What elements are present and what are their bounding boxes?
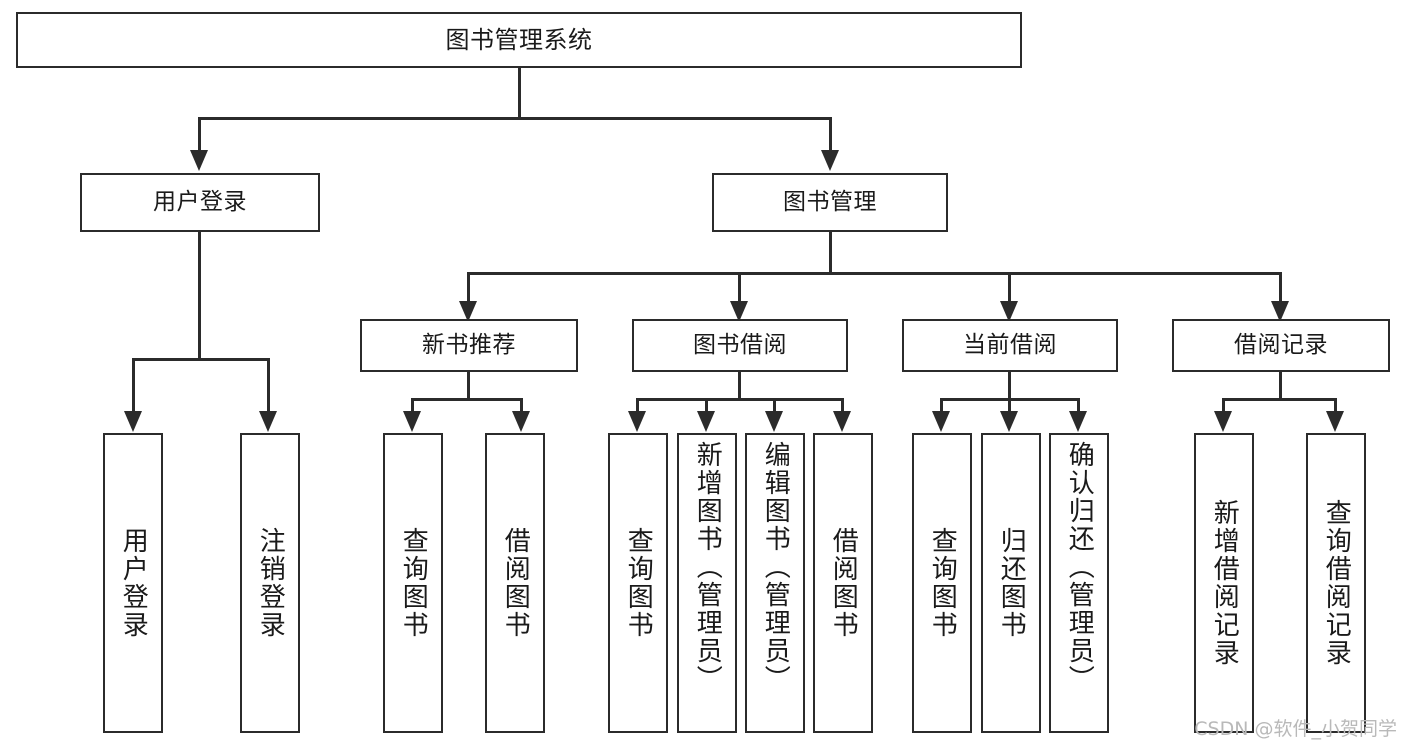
connector-book-borrow-to-leaf-1 [636, 398, 639, 412]
node-current-borrow-label: 当前借阅 [963, 331, 1057, 358]
connector-root-to-user-login [198, 117, 201, 151]
arrowhead-book-borrow-to-leaf-1 [628, 411, 646, 432]
node-root-label: 图书管理系统 [445, 25, 593, 54]
leaf-query-book-1-label: 查询图书 [398, 527, 429, 639]
connector-borrow-record-to-leaf-1 [1222, 398, 1225, 412]
arrowhead-book-manage-to-new-book-rec [459, 301, 477, 322]
connector-root-to-book-manage [829, 117, 832, 151]
node-borrow-record[interactable]: 借阅记录 [1172, 319, 1390, 372]
connector-book-manage-bar [467, 272, 1282, 275]
leaf-query-book-3[interactable]: 查询图书 [912, 433, 972, 733]
arrowhead-book-manage-to-current-borrow [1000, 301, 1018, 322]
leaf-query-book-3-label: 查询图书 [927, 527, 958, 639]
connector-book-borrow-to-leaf-4 [841, 398, 844, 412]
leaf-query-book-2-label: 查询图书 [623, 527, 654, 639]
leaf-query-record-label: 查询借阅记录 [1321, 499, 1352, 667]
leaf-query-record[interactable]: 查询借阅记录 [1306, 433, 1366, 733]
leaf-add-book-label: 新增图书（管理员） [692, 441, 723, 693]
arrowhead-book-manage-to-borrow-record [1271, 301, 1289, 322]
arrowhead-borrow-record-to-leaf-1 [1214, 411, 1232, 432]
leaf-add-record[interactable]: 新增借阅记录 [1194, 433, 1254, 733]
node-user-login-label: 用户登录 [153, 188, 247, 215]
connector-book-manage-stem [829, 232, 832, 274]
leaf-add-book[interactable]: 新增图书（管理员） [677, 433, 737, 733]
connector-current-borrow-to-leaf-3 [1077, 398, 1080, 412]
leaf-edit-book-label: 编辑图书（管理员） [760, 441, 791, 693]
node-current-borrow[interactable]: 当前借阅 [902, 319, 1118, 372]
node-root[interactable]: 图书管理系统 [16, 12, 1022, 68]
connector-book-manage-to-new-book-rec [467, 272, 470, 302]
arrowhead-book-borrow-to-leaf-4 [833, 411, 851, 432]
leaf-borrow-book-1[interactable]: 借阅图书 [485, 433, 545, 733]
node-book-manage[interactable]: 图书管理 [712, 173, 948, 232]
connector-user-login-to-leaf-2 [267, 358, 270, 412]
leaf-user-logout[interactable]: 注销登录 [240, 433, 300, 733]
connector-new-book-rec-to-leaf-1 [411, 398, 414, 412]
node-user-login[interactable]: 用户登录 [80, 173, 320, 232]
arrowhead-borrow-record-to-leaf-2 [1326, 411, 1344, 432]
leaf-user-login[interactable]: 用户登录 [103, 433, 163, 733]
leaf-borrow-book-1-label: 借阅图书 [500, 527, 531, 639]
connector-new-book-rec-to-leaf-2 [520, 398, 523, 412]
connector-user-login-to-leaf-1 [132, 358, 135, 412]
connector-current-borrow-stem [1008, 372, 1011, 400]
connector-book-manage-to-borrow-record [1279, 272, 1282, 302]
arrowhead-new-book-rec-to-leaf-2 [512, 411, 530, 432]
connector-root-bar [198, 117, 832, 120]
connector-book-borrow-to-leaf-3 [773, 398, 776, 412]
leaf-edit-book[interactable]: 编辑图书（管理员） [745, 433, 805, 733]
arrowhead-current-borrow-to-leaf-2 [1000, 411, 1018, 432]
connector-user-login-bar [132, 358, 270, 361]
arrowhead-user-login-to-leaf-2 [259, 411, 277, 432]
connector-user-login-stem [198, 232, 201, 360]
watermark-text: CSDN @软件_小贺同学 [1194, 718, 1397, 740]
connector-book-manage-to-book-borrow [738, 272, 741, 302]
arrowhead-current-borrow-to-leaf-1 [932, 411, 950, 432]
connector-book-borrow-stem [738, 372, 741, 400]
connector-current-borrow-to-leaf-1 [940, 398, 943, 412]
connector-book-borrow-to-leaf-2 [705, 398, 708, 412]
leaf-user-login-label: 用户登录 [118, 527, 149, 639]
leaf-return-book[interactable]: 归还图书 [981, 433, 1041, 733]
leaf-user-logout-label: 注销登录 [255, 527, 286, 639]
connector-book-borrow-bar [636, 398, 844, 401]
connector-current-borrow-to-leaf-2 [1008, 398, 1011, 412]
leaf-borrow-book-2[interactable]: 借阅图书 [813, 433, 873, 733]
arrowhead-root-to-book-manage [821, 150, 839, 171]
node-book-borrow[interactable]: 图书借阅 [632, 319, 848, 372]
leaf-confirm-return[interactable]: 确认归还（管理员） [1049, 433, 1109, 733]
leaf-return-book-label: 归还图书 [996, 527, 1027, 639]
arrowhead-book-borrow-to-leaf-3 [765, 411, 783, 432]
node-new-book-rec-label: 新书推荐 [422, 331, 516, 358]
leaf-add-record-label: 新增借阅记录 [1209, 499, 1240, 667]
arrowhead-current-borrow-to-leaf-3 [1069, 411, 1087, 432]
leaf-query-book-2[interactable]: 查询图书 [608, 433, 668, 733]
node-book-manage-label: 图书管理 [783, 188, 877, 215]
arrowhead-root-to-user-login [190, 150, 208, 171]
connector-new-book-rec-bar [411, 398, 523, 401]
connector-borrow-record-to-leaf-2 [1334, 398, 1337, 412]
connector-root-stem [518, 68, 521, 117]
connector-borrow-record-bar [1222, 398, 1337, 401]
arrowhead-user-login-to-leaf-1 [124, 411, 142, 432]
connector-new-book-rec-stem [467, 372, 470, 400]
node-borrow-record-label: 借阅记录 [1234, 331, 1328, 358]
arrowhead-new-book-rec-to-leaf-1 [403, 411, 421, 432]
connector-book-manage-to-current-borrow [1008, 272, 1011, 302]
connector-borrow-record-stem [1279, 372, 1282, 400]
arrowhead-book-manage-to-book-borrow [730, 301, 748, 322]
leaf-query-book-1[interactable]: 查询图书 [383, 433, 443, 733]
leaf-borrow-book-2-label: 借阅图书 [828, 527, 859, 639]
leaf-confirm-return-label: 确认归还（管理员） [1064, 441, 1095, 693]
node-book-borrow-label: 图书借阅 [693, 331, 787, 358]
arrowhead-book-borrow-to-leaf-2 [697, 411, 715, 432]
node-new-book-rec[interactable]: 新书推荐 [360, 319, 578, 372]
